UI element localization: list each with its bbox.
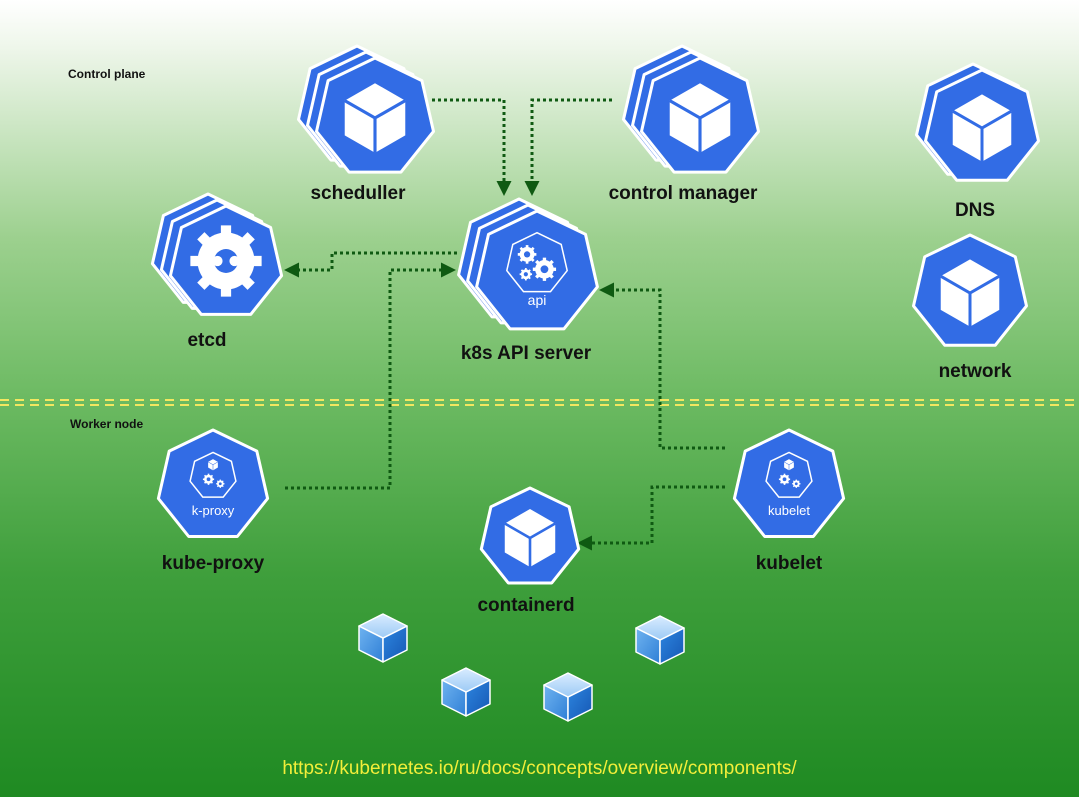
connector-api-to-etcd: [284, 251, 457, 278]
cube-icon: [504, 509, 556, 567]
network-node[interactable]: [912, 233, 1028, 347]
proxy-icon: k-proxy: [189, 451, 237, 518]
kube-proxy-node[interactable]: k-proxy: [156, 428, 270, 538]
dns-node[interactable]: [915, 62, 1040, 182]
connector-kubelet-to-containerd: [577, 485, 725, 551]
connectors: [284, 98, 725, 551]
container-cube-icon: [543, 672, 593, 722]
connector-control-manager-to-api: [524, 98, 612, 196]
kubelet-node[interactable]: kubelet: [732, 428, 846, 538]
scheduler-node[interactable]: [297, 44, 435, 174]
connector-kube-proxy-to-api: [285, 262, 456, 490]
section-divider: [0, 399, 1079, 406]
section-label-control-plane: Control plane: [68, 67, 146, 81]
gears-icon: api: [505, 231, 569, 308]
connector-scheduler-to-api: [432, 98, 512, 196]
label-dns: DNS: [954, 200, 996, 221]
documentation-link[interactable]: https://kubernetes.io/ru/docs/concepts/o…: [282, 758, 797, 779]
cube-stack-icon: [668, 83, 732, 153]
container-cube-icon: [635, 615, 685, 665]
svg-text:api: api: [528, 292, 547, 308]
label-network: network: [938, 361, 1012, 382]
section-label-worker-node: Worker node: [70, 417, 144, 431]
label-api-server: k8s API server: [460, 343, 592, 364]
connector-kubelet-to-api: [599, 282, 725, 450]
api-server-node[interactable]: api: [457, 197, 599, 331]
label-kubelet: kubelet: [755, 553, 823, 574]
cube-icon: [939, 259, 1001, 327]
kubelet-icon: kubelet: [765, 451, 813, 518]
label-control-manager: control manager: [608, 183, 758, 204]
containerd-node[interactable]: [479, 486, 581, 585]
label-kube-proxy: kube-proxy: [161, 553, 265, 574]
container-cube-icon: [358, 613, 408, 663]
etcd-icon: [190, 225, 262, 297]
label-scheduler: scheduller: [310, 183, 406, 204]
label-containerd: containerd: [477, 595, 575, 616]
svg-text:kubelet: kubelet: [768, 503, 810, 518]
container-cube-icon: [441, 667, 491, 717]
label-etcd: etcd: [187, 330, 227, 351]
cube-stack-icon: [951, 94, 1013, 162]
etcd-node[interactable]: [150, 192, 284, 316]
svg-text:k-proxy: k-proxy: [192, 503, 235, 518]
control-manager-node[interactable]: [622, 44, 760, 174]
cube-stack-icon: [343, 83, 407, 153]
